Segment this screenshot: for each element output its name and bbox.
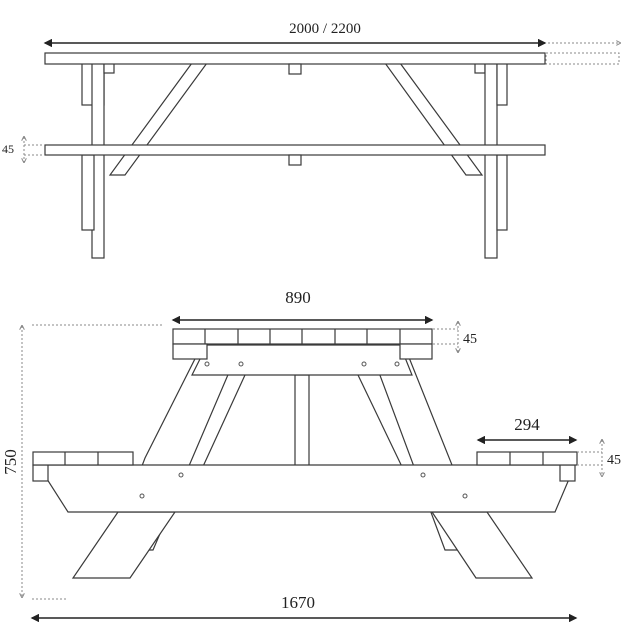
thickness-label: 45 (2, 142, 14, 156)
bolt-hole (394, 361, 400, 367)
bolt-hole (361, 361, 367, 367)
top-thickness-label: 45 (463, 332, 477, 347)
tabletop-extension (545, 52, 620, 65)
end-view: 890 (1, 288, 621, 623)
bolt-hole (204, 361, 210, 367)
seat-width-label: 294 (514, 415, 540, 434)
bolt-hole (178, 472, 184, 478)
brace-left (108, 62, 209, 176)
leg-right (484, 62, 498, 259)
center-post (294, 374, 310, 474)
lower-bracket (496, 154, 508, 231)
foot-left (71, 511, 177, 579)
tabletop-slats (172, 328, 433, 360)
bolt-hole (420, 472, 426, 478)
leg-bracket (496, 62, 508, 106)
seat-cleat (32, 464, 49, 482)
height-label: 750 (1, 449, 20, 475)
brace-right (383, 62, 484, 176)
lower-bracket (81, 154, 95, 231)
seat-thickness-label: 45 (607, 453, 621, 468)
overall-width-label: 1670 (281, 593, 315, 612)
seat-side (44, 144, 546, 156)
center-cleat (288, 154, 302, 166)
seat-slats-right (476, 451, 578, 466)
tabletop-side (44, 52, 546, 65)
side-view: 2000 / 2200 45 (2, 21, 620, 259)
center-cleat (288, 63, 302, 75)
seat-slats-left (32, 451, 134, 466)
bolt-hole (139, 493, 145, 499)
seat-beam (36, 464, 576, 513)
seat-cleat (559, 464, 576, 482)
length-label: 2000 / 2200 (289, 21, 361, 37)
top-apron (191, 344, 413, 376)
leg-edge (199, 374, 246, 474)
bolt-hole (238, 361, 244, 367)
bolt-hole (462, 493, 468, 499)
top-width-label: 890 (285, 288, 311, 307)
leg-edge (357, 374, 406, 474)
